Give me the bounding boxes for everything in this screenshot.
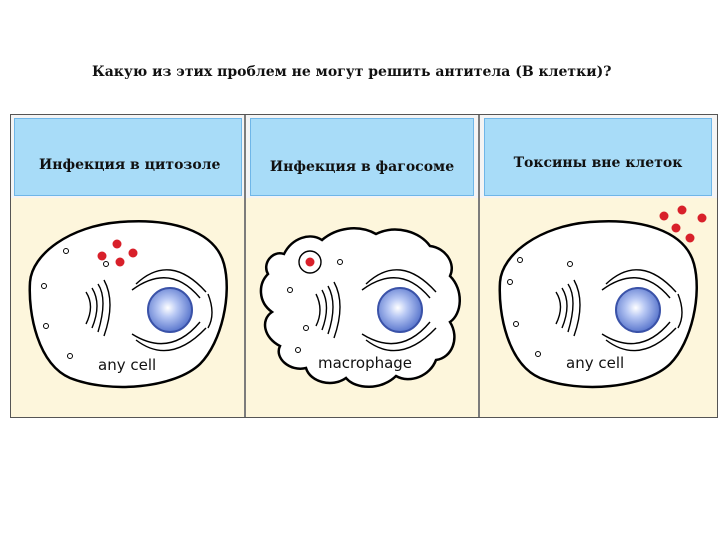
- panel-3-title: Токсины вне клеток: [513, 155, 683, 171]
- golgi-apparatus: [315, 281, 341, 339]
- vesicles: [287, 259, 343, 353]
- cell-2: [259, 227, 461, 388]
- phagosome-pathogen: [305, 257, 315, 267]
- panel-2-cell-label: macrophage: [318, 354, 413, 372]
- nucleus: [615, 287, 661, 333]
- cell-1: [28, 220, 228, 389]
- endoplasmic-reticulum: [361, 269, 437, 352]
- endoplasmic-reticulum: [131, 269, 213, 352]
- panel-3-header: Токсины вне клеток: [484, 118, 712, 196]
- question-title: Какую из этих проблем не могут решить ан…: [92, 64, 612, 80]
- endoplasmic-reticulum: [601, 269, 683, 352]
- panel-1-header: Инфекция в цитозоле: [14, 118, 242, 196]
- cell-membrane: [498, 220, 698, 389]
- figure-border: [10, 114, 718, 418]
- panel-1-title: Инфекция в цитозоле: [39, 157, 221, 173]
- panel-2-title: Инфекция в фагосоме: [269, 159, 455, 175]
- figure: Инфекция в цитозоле Инфекция в фагосоме …: [10, 114, 718, 418]
- pathogen-particles: [97, 239, 138, 267]
- panel-1-cell-label: any cell: [98, 356, 157, 374]
- panel-3-cell-label: any cell: [566, 354, 625, 372]
- vesicles: [507, 257, 573, 357]
- cell-3: [498, 205, 707, 389]
- nucleus: [377, 287, 423, 333]
- nucleus: [147, 287, 193, 333]
- cell-membrane: [28, 220, 228, 389]
- figure-drawing: [10, 114, 718, 418]
- extracellular-toxins: [659, 205, 707, 243]
- panel-2-header: Инфекция в фагосоме: [250, 118, 474, 196]
- golgi-apparatus: [85, 279, 111, 337]
- golgi-apparatus: [555, 279, 581, 337]
- vesicles: [41, 248, 109, 359]
